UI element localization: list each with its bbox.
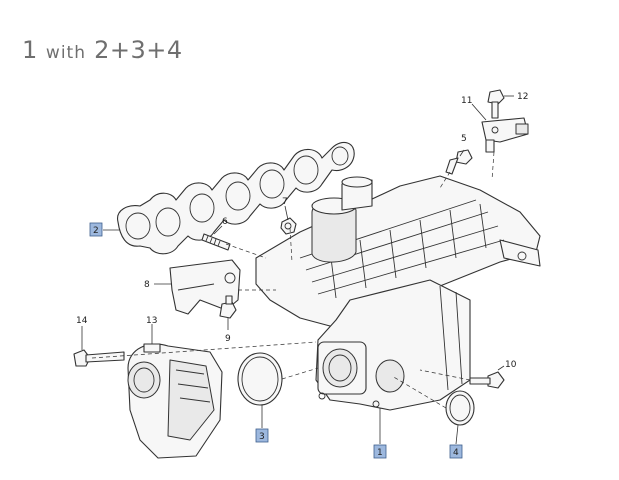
callout-3[interactable]: 3	[255, 428, 269, 443]
callout-4-text: 4	[453, 448, 459, 458]
large-o-ring-drawing	[237, 352, 283, 406]
callout-11[interactable]: 11	[461, 96, 472, 106]
callout-7[interactable]: 7	[282, 197, 288, 207]
title-part-list: 2+3+4	[94, 36, 183, 64]
callout-3-text: 3	[259, 432, 265, 442]
callout-2-text: 2	[93, 226, 99, 236]
nut-drawing	[280, 217, 297, 235]
bolt-12-drawing	[487, 89, 505, 119]
callout-9[interactable]: 9	[225, 334, 231, 344]
intake-gasket-drawing	[117, 141, 355, 255]
callout-2[interactable]: 2	[89, 222, 103, 237]
bolt-10-drawing	[469, 371, 505, 389]
callout-8[interactable]: 8	[144, 280, 150, 290]
bolt-14-drawing	[73, 349, 125, 367]
bracket-drawing	[169, 259, 241, 315]
assembly-guide-lines	[91, 151, 495, 409]
leader-lines	[81, 95, 514, 445]
callout-14[interactable]: 14	[76, 316, 88, 326]
title-main-number: 1	[22, 36, 38, 64]
stud-drawing	[201, 233, 231, 251]
callout-10[interactable]: 10	[505, 360, 517, 370]
throttle-body-drawing	[127, 343, 223, 459]
diagram-title: 1 with 2+3+4	[22, 36, 183, 64]
intake-manifold-drawing	[255, 175, 541, 411]
callout-4[interactable]: 4	[449, 444, 463, 459]
callout-6[interactable]: 6	[222, 217, 228, 227]
callout-5[interactable]: 5	[461, 134, 467, 144]
bolt-9-drawing	[219, 295, 237, 319]
callout-1[interactable]: 1	[373, 444, 387, 459]
sensor-drawing	[481, 117, 529, 153]
title-with-word: with	[45, 43, 86, 63]
callout-13[interactable]: 13	[146, 316, 157, 326]
bolt-5-drawing	[445, 149, 473, 175]
callout-1-text: 1	[377, 448, 383, 458]
small-o-ring-drawing	[445, 390, 475, 426]
callout-12[interactable]: 12	[517, 92, 528, 102]
